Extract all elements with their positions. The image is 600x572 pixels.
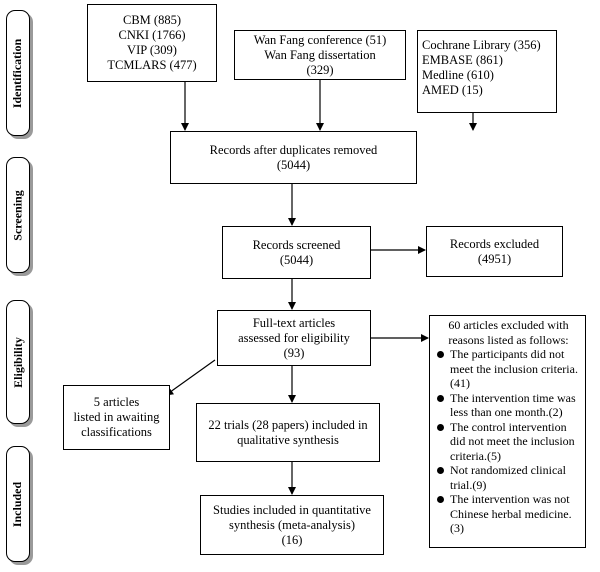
source-box-english-databases: Cochrane Library (356) EMBASE (861) Medl…: [417, 30, 557, 113]
bullet-icon: [437, 496, 444, 503]
source-vip: VIP (309): [127, 43, 177, 57]
awaiting-line1: 5 articles: [93, 395, 140, 409]
exclusion-reasons-header: 60 articles excluded with reasons listed…: [436, 318, 581, 347]
quantitative-line1: Studies included in quantitative: [213, 502, 371, 517]
source-cochrane: Cochrane Library (356): [422, 38, 541, 52]
qualitative-line2: qualitative synthesis: [237, 432, 339, 447]
bullet-icon: [437, 351, 444, 358]
stage-eligibility-label: Eligibility: [10, 336, 25, 388]
awaiting-line3: classifications: [81, 425, 152, 439]
source-wanfang-dissertation-count: (329): [306, 62, 334, 77]
quantitative-line2: synthesis (meta-analysis): [228, 517, 355, 532]
duplicates-removed-label: Records after duplicates removed: [209, 142, 378, 157]
stage-identification-label: Identification: [10, 38, 25, 108]
quantitative-count: (16): [281, 532, 303, 547]
qualitative-synthesis-box: 22 trials (28 papers) included in qualit…: [196, 403, 380, 462]
fulltext-assessed-box: Full-text articles assessed for eligibil…: [217, 310, 371, 366]
stage-included: Included: [6, 446, 30, 562]
list-item: The intervention time was less than one …: [437, 390, 581, 420]
exclusion-reasons-header-line2: reasons listed as follows:: [448, 332, 569, 347]
stage-included-label: Included: [10, 481, 25, 527]
awaiting-classification-box: 5 articles listed in awaiting classifica…: [63, 385, 170, 450]
list-item: The control intervention did not meet th…: [437, 419, 581, 464]
duplicates-removed-count: (5044): [276, 157, 311, 172]
awaiting-line2: listed in awaiting: [73, 410, 160, 424]
source-tcmlars: TCMLARS (477): [107, 58, 197, 72]
stage-eligibility: Eligibility: [6, 300, 30, 424]
reason-text: The participants did not meet the inclus…: [450, 347, 578, 390]
fulltext-assessed-line1: Full-text articles: [252, 315, 336, 330]
reason-text: Not randomized clinical trial.(9): [450, 463, 566, 492]
stage-screening-label: Screening: [10, 189, 25, 241]
fulltext-assessed-count: (93): [283, 345, 305, 360]
reason-text: The control intervention did not meet th…: [450, 419, 575, 463]
list-item: Not randomized clinical trial.(9): [437, 463, 581, 492]
source-wanfang-dissertation: Wan Fang dissertation: [264, 47, 376, 62]
records-excluded-label: Records excluded: [449, 236, 540, 251]
source-cnki: CNKI (1766): [118, 28, 186, 42]
records-excluded-count: (4951): [477, 251, 512, 266]
source-medline: Medline (610): [422, 68, 494, 82]
source-embase: EMBASE (861): [422, 53, 503, 67]
exclusion-reasons-box: 60 articles excluded with reasons listed…: [429, 315, 586, 548]
bullet-icon: [437, 467, 444, 474]
records-screened-label: Records screened: [252, 237, 341, 252]
source-amed: AMED (15): [422, 83, 483, 97]
exclusion-reasons-header-line1: 60 articles excluded with: [448, 318, 569, 332]
records-excluded-box: Records excluded (4951): [426, 226, 563, 277]
source-box-wanfang: Wan Fang conference (51) Wan Fang disser…: [234, 30, 406, 80]
records-screened-box: Records screened (5044): [222, 226, 371, 279]
list-item: The participants did not meet the inclus…: [437, 347, 581, 391]
fulltext-assessed-line2: assessed for eligibility: [238, 330, 350, 345]
stage-screening: Screening: [6, 157, 30, 273]
stage-identification: Identification: [6, 10, 30, 136]
source-wanfang-conference: Wan Fang conference (51): [253, 32, 387, 47]
qualitative-line1: 22 trials (28 papers) included in: [208, 417, 368, 432]
reason-text: The intervention was not Chinese herbal …: [450, 492, 572, 535]
source-box-chinese-databases: CBM (885) CNKI (1766) VIP (309) TCMLARS …: [87, 4, 217, 82]
arrow-fulltext-to-awaiting: [165, 359, 216, 396]
records-screened-count: (5044): [279, 252, 314, 267]
reason-text: The intervention time was less than one …: [450, 390, 576, 420]
list-item: The intervention was not Chinese herbal …: [437, 492, 581, 536]
bullet-icon: [437, 423, 444, 431]
duplicates-removed-box: Records after duplicates removed (5044): [170, 131, 417, 184]
bullet-icon: [437, 394, 444, 402]
source-cbm: CBM (885): [123, 13, 181, 27]
quantitative-synthesis-box: Studies included in quantitative synthes…: [200, 495, 384, 555]
exclusion-reasons-list: The participants did not meet the inclus…: [436, 347, 581, 536]
